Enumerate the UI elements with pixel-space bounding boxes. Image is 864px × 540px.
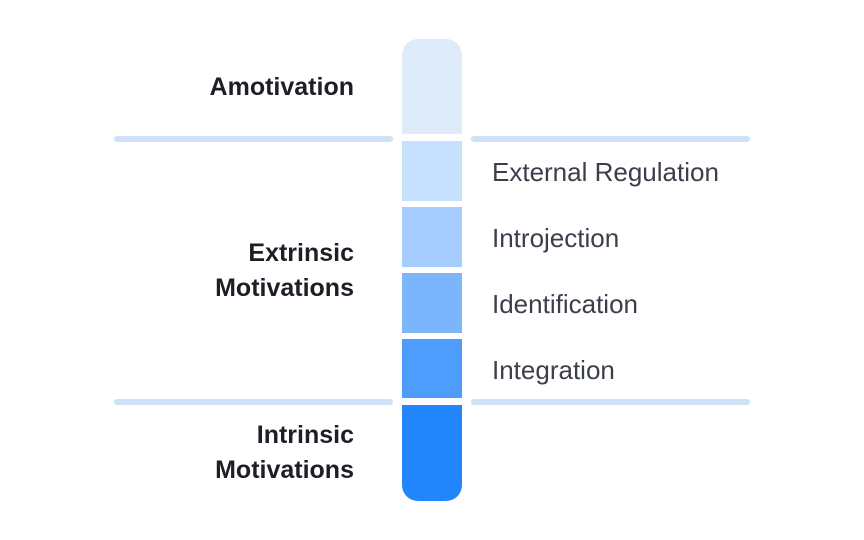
stage-label-identification: Identification	[492, 289, 638, 319]
category-amotivation: Amotivation	[120, 70, 354, 105]
category-amotivation-line-1: Amotivation	[209, 73, 354, 101]
category-intrinsic-motivations: Intrinsic Motivations	[120, 418, 354, 488]
divider-lower-right	[471, 399, 750, 405]
category-extrinsic-line-1: Extrinsic	[248, 239, 354, 267]
stage-label-external-regulation: External Regulation	[492, 157, 719, 187]
scale-segment-integration	[402, 339, 462, 398]
divider-upper-right	[471, 136, 750, 142]
divider-lower-left	[114, 399, 393, 405]
category-extrinsic-motivations: Extrinsic Motivations	[120, 236, 354, 306]
stage-label-integration: Integration	[492, 355, 615, 385]
category-intrinsic-line-2: Motivations	[215, 456, 354, 484]
category-intrinsic-line-1: Intrinsic	[256, 421, 354, 449]
category-extrinsic-line-2: Motivations	[215, 274, 354, 302]
scale-segment-identification	[402, 273, 462, 333]
stage-label-introjection: Introjection	[492, 223, 620, 253]
scale-segment-external-regulation	[402, 141, 462, 201]
scale-segment-introjection	[402, 207, 462, 267]
divider-upper-left	[114, 136, 393, 142]
scale-segment-intrinsic	[402, 405, 462, 501]
scale-segment-amotivation	[402, 39, 462, 134]
